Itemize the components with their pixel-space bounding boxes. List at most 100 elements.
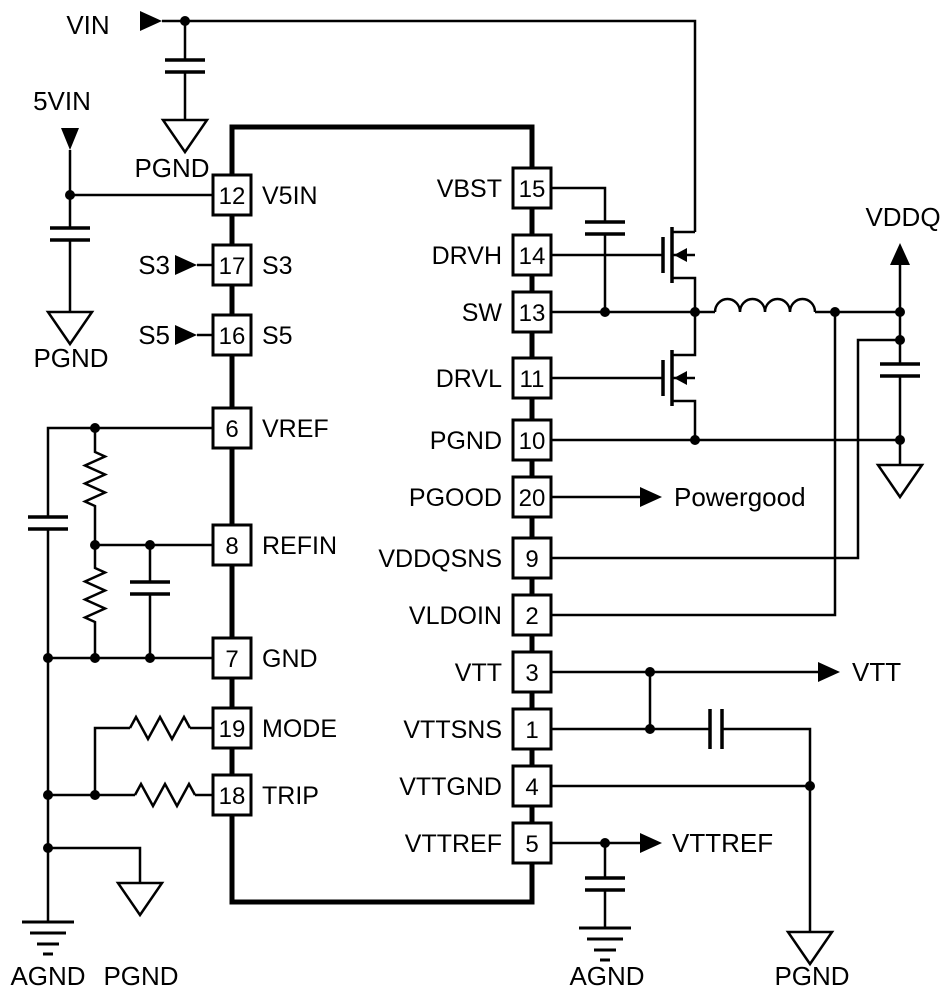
- wire-vin: [162, 19, 697, 232]
- junction-dot: [145, 540, 155, 550]
- pin-name: DRVL: [436, 365, 502, 393]
- wire-vttgnd: [551, 784, 812, 932]
- pin-box-14: [511, 233, 553, 277]
- pin-name: PGOOD: [409, 484, 502, 512]
- pin-name: VTT: [455, 659, 502, 687]
- capacitor-vin: [165, 58, 205, 74]
- junction-dot: [895, 335, 905, 345]
- pin-number: 8: [225, 533, 238, 560]
- pin-number: 14: [519, 243, 546, 270]
- capacitor-vref: [28, 515, 68, 531]
- pin-number: 10: [519, 428, 546, 455]
- mosfet-terminals: [672, 230, 697, 312]
- pin-box-4: [511, 764, 553, 808]
- pgnd-triangle-icon-5vin: [45, 310, 95, 347]
- mosfet-high-side: [661, 227, 697, 312]
- pin-name: SW: [462, 299, 503, 327]
- pin-box-15: [511, 166, 553, 210]
- pin-name: VTTREF: [405, 830, 502, 858]
- net-label-pgnd-5vin: PGND: [33, 343, 108, 373]
- junction-dot: [805, 781, 815, 791]
- wire-vttsns: [551, 727, 812, 786]
- pgnd-triangle-icon-vin: [160, 118, 210, 155]
- resistor-vref-refin: [81, 428, 109, 545]
- capacitor-refin: [130, 580, 170, 596]
- junction-dot: [90, 653, 100, 663]
- inductor-output: [713, 297, 817, 313]
- net-label-5vin: 5VIN: [33, 86, 91, 116]
- capacitor-5vin: [50, 226, 90, 242]
- mosfet-low-side: [661, 312, 697, 440]
- net-label-vttref: VTTREF: [672, 828, 773, 858]
- pin-number: 6: [225, 416, 238, 443]
- right-pins: 15 VBST 14 DRVH 13 SW 11 DRVL 10 PGND 20…: [378, 166, 553, 865]
- pin-number: 9: [525, 546, 538, 573]
- pin-box-17: [211, 243, 253, 287]
- pin-number: 11: [520, 366, 545, 393]
- pin-number: 16: [219, 323, 246, 350]
- pin-box-11: [511, 356, 553, 400]
- pin-name: VTTSNS: [403, 716, 502, 744]
- pin-number: 13: [519, 300, 546, 327]
- pin-name: V5IN: [262, 182, 318, 210]
- pin-number: 20: [519, 485, 546, 512]
- pin-box-20: [511, 475, 553, 519]
- net-label-s3: S3: [138, 250, 170, 280]
- pin-box-6: [211, 406, 253, 450]
- wire-vtt: [551, 670, 818, 729]
- pgnd-triangle-icon-bottom-left: [115, 881, 165, 918]
- junction-dots: [43, 16, 905, 853]
- net-label-pgnd-left: PGND: [103, 961, 178, 991]
- ic-body: [229, 124, 535, 905]
- pin-number: 15: [519, 176, 546, 203]
- capacitor-vttref: [585, 876, 625, 892]
- pin-name: PGND: [430, 427, 502, 455]
- left-pins: 12 V5IN 17 S3 16 S5 6 VREF 8 REFIN 7 GND…: [211, 173, 337, 817]
- pin-name: VDDQSNS: [378, 545, 502, 573]
- junction-dot: [65, 190, 75, 200]
- pin-number: 17: [219, 253, 246, 280]
- pin-box-19: [211, 706, 253, 750]
- vin-input-arrow-icon: [140, 11, 162, 31]
- pin-number: 4: [525, 774, 538, 801]
- pin-number: 19: [219, 716, 246, 743]
- net-label-agnd-left: AGND: [10, 961, 85, 991]
- junction-dot: [600, 838, 610, 848]
- wire-vddqsns: [551, 338, 900, 560]
- resistor-mode: [128, 714, 192, 742]
- pin-number: 1: [525, 717, 538, 744]
- pin-box-12: [211, 173, 253, 217]
- wire-sw-out: [551, 265, 902, 465]
- junction-dot: [690, 435, 700, 445]
- s5-input-arrow-icon: [175, 325, 197, 345]
- 5vin-input-arrow-icon: [61, 128, 79, 150]
- pin-box-9: [511, 536, 553, 580]
- mosfet-body-arrow-icon: [674, 371, 687, 385]
- net-label-vin: VIN: [66, 10, 109, 40]
- powergood-output-arrow-icon: [640, 487, 662, 507]
- wire-refin: [95, 543, 213, 658]
- pin-name: S5: [262, 322, 293, 350]
- net-label-vtt: VTT: [852, 657, 901, 687]
- wire-5vin: [68, 150, 213, 312]
- junction-dot: [90, 790, 100, 800]
- vtt-output-arrow-icon: [818, 662, 840, 682]
- s3-input-arrow-icon: [175, 255, 197, 275]
- pin-name: MODE: [262, 715, 337, 743]
- resistor-refin-gnd: [81, 545, 109, 658]
- pin-name: VREF: [262, 415, 329, 443]
- vttref-output-arrow-icon: [640, 833, 662, 853]
- pin-name: TRIP: [262, 782, 319, 810]
- pgnd-triangle-icon-vddq: [875, 463, 925, 500]
- capacitor-vtt: [708, 709, 724, 749]
- junction-dot: [895, 307, 905, 317]
- pin-name: GND: [262, 645, 318, 673]
- junction-dot: [645, 724, 655, 734]
- junction-dot: [90, 540, 100, 550]
- pin-number: 18: [219, 783, 246, 810]
- net-label-pgnd-right: PGND: [774, 961, 849, 991]
- junction-dot: [43, 653, 53, 663]
- pin-number: 7: [225, 646, 238, 673]
- wire-vttref: [551, 841, 640, 928]
